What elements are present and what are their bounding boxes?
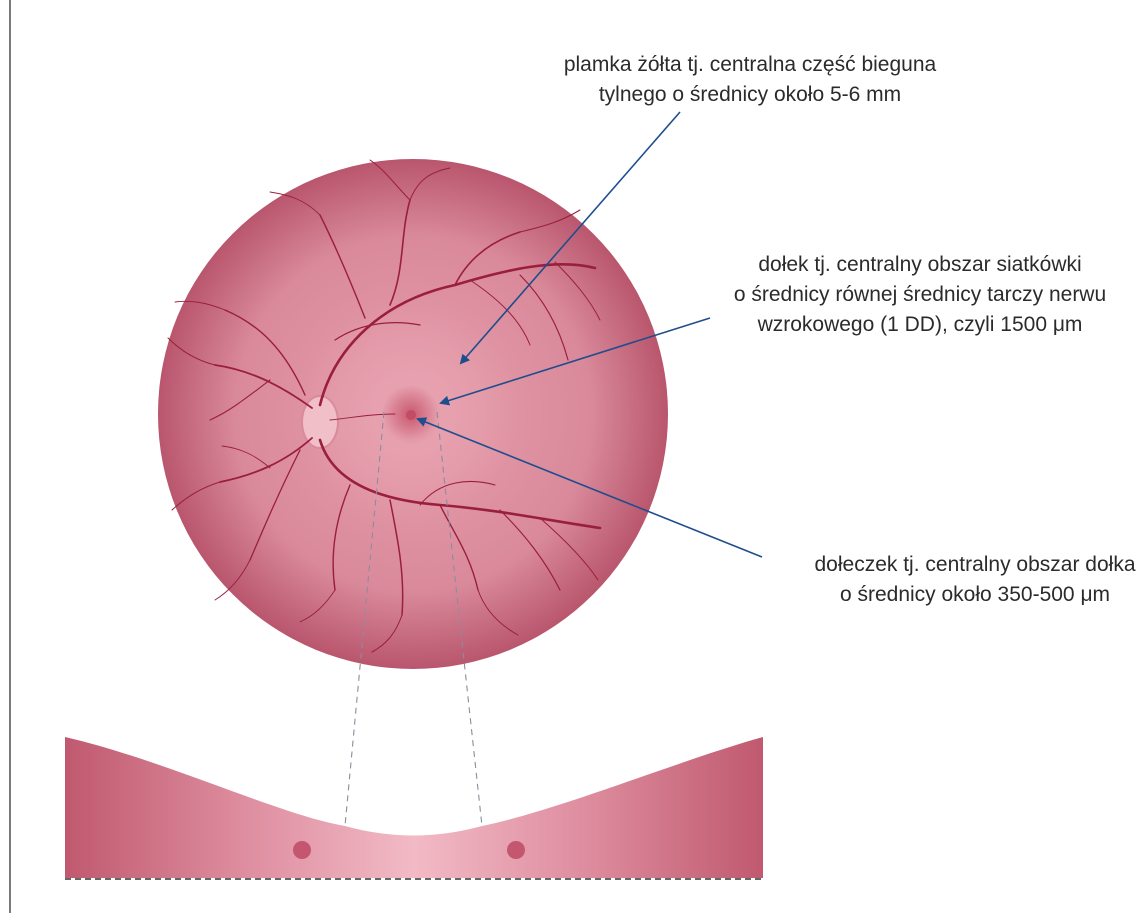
foveola-label-line2: o średnicy około 350-500 μm [775, 580, 1144, 610]
fovea-label-line2: o średnicy równej średnicy tarczy nerwu [650, 280, 1144, 310]
fovea-label-line3: wzrokowego (1 DD), czyli 1500 μm [650, 310, 1144, 340]
section-marker-right [507, 841, 525, 859]
fovea-label-line1: dołek tj. centralny obszar siatkówki [650, 250, 1144, 280]
section-marker-left [293, 841, 311, 859]
macula-label-line1: plamka żółta tj. centralna część bieguna [470, 50, 1030, 80]
foveola-dot [406, 410, 416, 420]
macula-label: plamka żółta tj. centralna część bieguna… [470, 50, 1030, 110]
retina-cross-section [65, 737, 763, 878]
macula-label-line2: tylnego o średnicy około 5-6 mm [470, 80, 1030, 110]
fovea-label: dołek tj. centralny obszar siatkówki o ś… [650, 250, 1144, 340]
foveola-label-line1: dołeczek tj. centralny obszar dołka [775, 550, 1144, 580]
foveola-label: dołeczek tj. centralny obszar dołka o śr… [775, 550, 1144, 610]
